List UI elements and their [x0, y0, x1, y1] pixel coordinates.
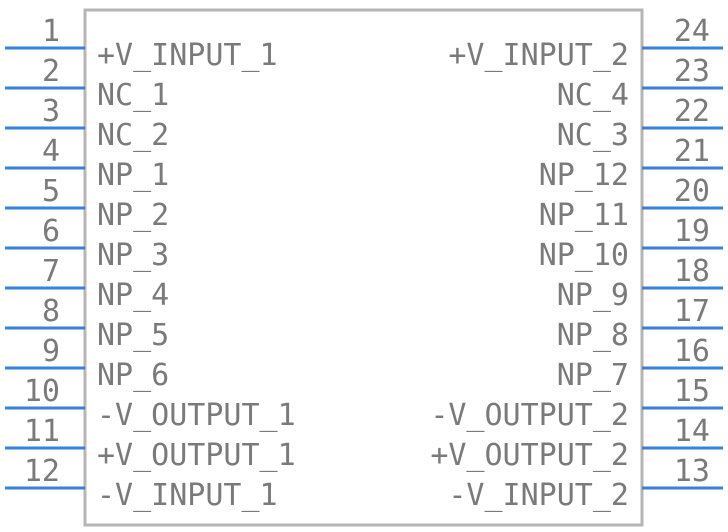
pin-12: 12 -V_INPUT_1	[5, 454, 278, 513]
pin-14: 14 +V_OUTPUT_2	[430, 414, 723, 473]
pin-name: -V_OUTPUT_2	[430, 398, 629, 433]
pin-1: 1 +V_INPUT_1	[5, 14, 278, 73]
pin-number: 17	[674, 294, 710, 329]
pin-name: NP_12	[539, 158, 629, 193]
pin-name: NC_2	[97, 118, 169, 153]
pin-11: 11 +V_OUTPUT_1	[5, 414, 296, 473]
pin-number: 22	[674, 94, 710, 129]
pin-name: NP_7	[557, 358, 629, 393]
pin-number: 19	[674, 214, 710, 249]
pin-name: NP_11	[539, 198, 629, 233]
pin-number: 23	[674, 54, 710, 89]
pin-2: 2NC_1	[5, 54, 169, 113]
pin-name: NC_3	[557, 118, 629, 153]
pin-9: 9NP_6	[5, 334, 169, 393]
pin-number: 16	[674, 334, 710, 369]
pin-13: 13 -V_INPUT_2	[448, 454, 723, 513]
pin-number: 11	[24, 414, 60, 449]
pin-name: -V_INPUT_2	[448, 478, 629, 513]
pin-number: 18	[674, 254, 710, 289]
pin-number: 14	[674, 414, 710, 449]
component-body	[83, 8, 644, 527]
pin-name: NP_9	[557, 278, 629, 313]
pin-name: +V_INPUT_1	[97, 38, 278, 73]
pin-number: 4	[42, 134, 60, 169]
pin-number: 1	[42, 14, 60, 49]
pin-number: 21	[674, 134, 710, 169]
pin-10: 10 -V_OUTPUT_1	[5, 374, 296, 433]
pin-name: NP_4	[97, 278, 169, 313]
pin-number: 9	[42, 334, 60, 369]
pin-number: 15	[674, 374, 710, 409]
pin-number: 13	[674, 454, 710, 489]
pin-24: 24 +V_INPUT_2	[448, 14, 723, 73]
pin-name: -V_OUTPUT_1	[97, 398, 296, 433]
pin-name: +V_OUTPUT_1	[97, 438, 296, 473]
pin-8: 8NP_5	[5, 294, 169, 353]
pin-name: NP_10	[539, 238, 629, 273]
pin-number: 24	[674, 14, 710, 49]
pin-4: 4NP_1	[5, 134, 169, 193]
pin-name: NP_3	[97, 238, 169, 273]
pin-15: 15 -V_OUTPUT_2	[430, 374, 723, 433]
pin-number: 2	[42, 54, 60, 89]
pin-number: 12	[24, 454, 60, 489]
pin-number: 8	[42, 294, 60, 329]
pin-number: 20	[674, 174, 710, 209]
pin-6: 6NP_3	[5, 214, 169, 273]
pin-number: 5	[42, 174, 60, 209]
pin-3: 3NC_2	[5, 94, 169, 153]
pin-name: NP_1	[97, 158, 169, 193]
pin-name: +V_INPUT_2	[448, 38, 629, 73]
pin-name: NP_5	[97, 318, 169, 353]
pin-name: NC_4	[557, 78, 629, 113]
pin-name: NP_2	[97, 198, 169, 233]
pin-number: 3	[42, 94, 60, 129]
pin-number: 6	[42, 214, 60, 249]
pin-name: NP_8	[557, 318, 629, 353]
left-pin-group: 1+V_INPUT_12NC_13NC_24NP_15NP_26NP_37NP_…	[5, 14, 296, 513]
pin-7: 7NP_4	[5, 254, 169, 313]
pin-5: 5NP_2	[5, 174, 169, 233]
pin-name: -V_INPUT_1	[97, 478, 278, 513]
pin-name: NC_1	[97, 78, 169, 113]
pin-name: NP_6	[97, 358, 169, 393]
pin-number: 7	[42, 254, 60, 289]
pin-name: +V_OUTPUT_2	[430, 438, 629, 473]
pin-number: 10	[24, 374, 60, 409]
